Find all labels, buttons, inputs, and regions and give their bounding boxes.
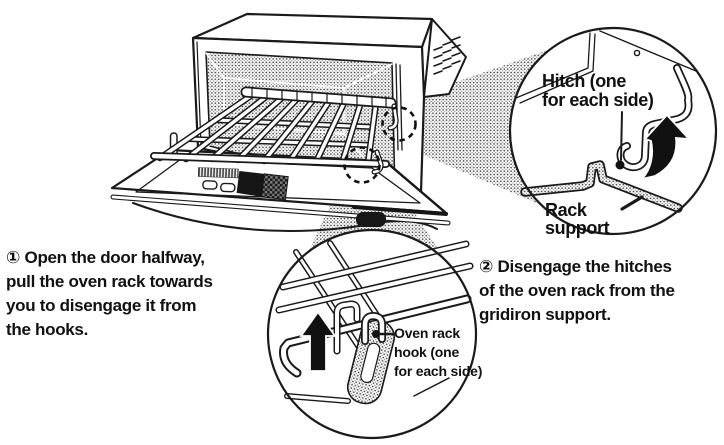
panel-button bbox=[202, 180, 218, 190]
vent-slots bbox=[433, 36, 461, 75]
brand-label bbox=[197, 167, 239, 179]
control-panel bbox=[197, 167, 289, 201]
panel-button bbox=[220, 182, 236, 193]
detail-circle-hook-outline bbox=[266, 228, 478, 440]
instruction-step-1: ① Open the door halfway, pull the oven r… bbox=[6, 248, 213, 339]
up-arrow-icon bbox=[299, 310, 337, 372]
rack-support-pointer-line bbox=[620, 195, 644, 211]
oven-right-face bbox=[423, 18, 467, 98]
detail-circle-hook bbox=[266, 228, 478, 440]
instruction-step-2: ② Disengage the hitches of the oven rack… bbox=[479, 257, 675, 324]
detail-circle-hitch bbox=[508, 26, 718, 236]
oven-rack-hook-callout-label: Oven rack hook (one for each side) bbox=[394, 325, 483, 379]
display-window bbox=[236, 170, 265, 197]
hitch-pointer-line bbox=[620, 111, 623, 161]
hitch-point-dot bbox=[615, 160, 625, 170]
oven-foot bbox=[356, 212, 386, 227]
highlight-circle-hook bbox=[343, 146, 381, 184]
cavity-back-wall bbox=[205, 52, 395, 196]
oven-rack bbox=[150, 86, 399, 175]
curved-up-arrow-icon bbox=[639, 113, 692, 181]
highlight-circle-hitch bbox=[381, 106, 417, 142]
detail-circle-hitch-outline bbox=[508, 26, 718, 236]
display-window bbox=[260, 173, 289, 201]
screw-detail bbox=[633, 49, 641, 57]
hitch-callout-label: Hitch (one for each side) bbox=[542, 71, 654, 110]
rack-support-callout-label: Rack support bbox=[545, 200, 610, 238]
hook-point-dot bbox=[372, 330, 380, 338]
